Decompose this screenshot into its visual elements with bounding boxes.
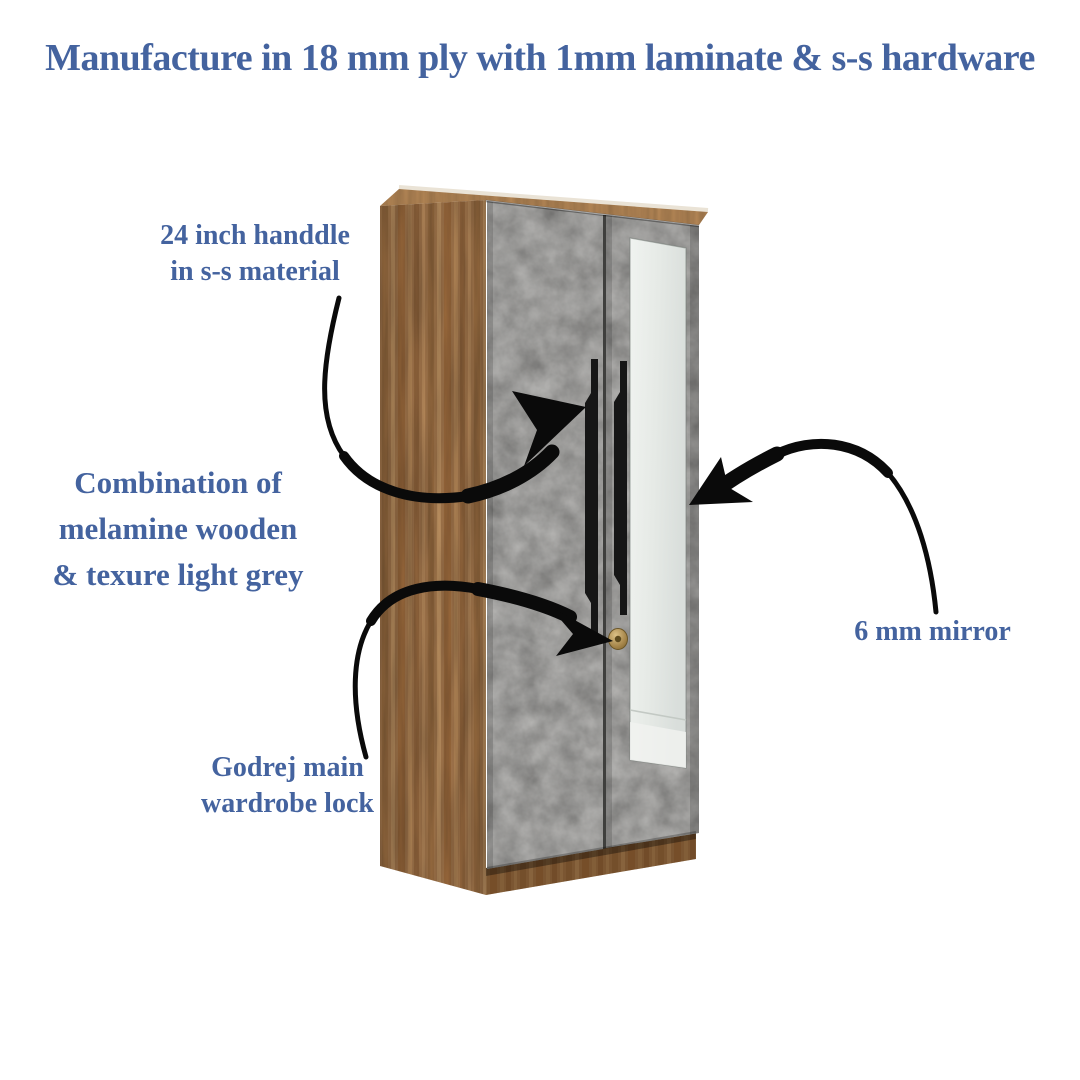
lock-keyhole — [614, 635, 622, 643]
annotation-line: wardrobe lock — [201, 788, 374, 819]
door-center-gap — [603, 215, 606, 849]
annotation-line: 24 inch handdle — [160, 220, 350, 251]
wardrobe-plinth-shade — [486, 832, 696, 895]
annotation-mirror: 6 mm mirror — [825, 614, 1040, 650]
annotation-material: Combination of melamine wooden & texure … — [18, 460, 338, 598]
annotation-line: Combination of — [74, 465, 282, 500]
annotation-line: 6 mm mirror — [854, 616, 1011, 647]
handle-arrowhead — [512, 391, 586, 466]
handle-arrow-icon — [322, 295, 560, 504]
door-right-edge-shade — [606, 215, 612, 848]
annotation-line: & texure light grey — [52, 557, 304, 592]
annotation-arrowheads — [512, 391, 753, 656]
annotation-line: melamine wooden — [58, 511, 298, 546]
mirror-glass — [629, 237, 687, 769]
mirror-arrow-icon — [706, 438, 939, 615]
wardrobe-top-rim — [398, 185, 709, 212]
mirror-seam-line — [629, 709, 687, 721]
annotation-line: Godrej main — [211, 752, 364, 783]
wardrobe-top-panel-grain — [380, 189, 708, 225]
handle-left — [585, 359, 598, 633]
wardrobe-plinth — [486, 832, 696, 895]
wardrobe-left-side-shade — [380, 200, 486, 895]
mirror-arrowhead — [689, 457, 753, 505]
lock-arrowhead — [549, 606, 613, 656]
page-title: Manufacture in 18 mm ply with 1mm lamina… — [45, 37, 1035, 79]
mirror — [629, 237, 687, 769]
door-top-seam — [485, 199, 700, 228]
door-left-texture-light — [487, 201, 603, 869]
door-right-outer-edge — [690, 225, 699, 835]
mirror-bottom-band — [630, 722, 686, 768]
door-bottom-seam — [486, 831, 697, 869]
wardrobe-plinth-shadow — [486, 832, 696, 876]
handle-right — [614, 361, 627, 615]
door-left-edge-shade — [487, 201, 493, 869]
lock — [608, 628, 628, 650]
wardrobe-body — [380, 185, 709, 895]
annotation-lock: Godrej main wardrobe lock — [155, 750, 420, 822]
annotation-line: in s-s material — [170, 256, 340, 287]
annotation-handle: 24 inch handdle in s-s material — [120, 218, 390, 290]
